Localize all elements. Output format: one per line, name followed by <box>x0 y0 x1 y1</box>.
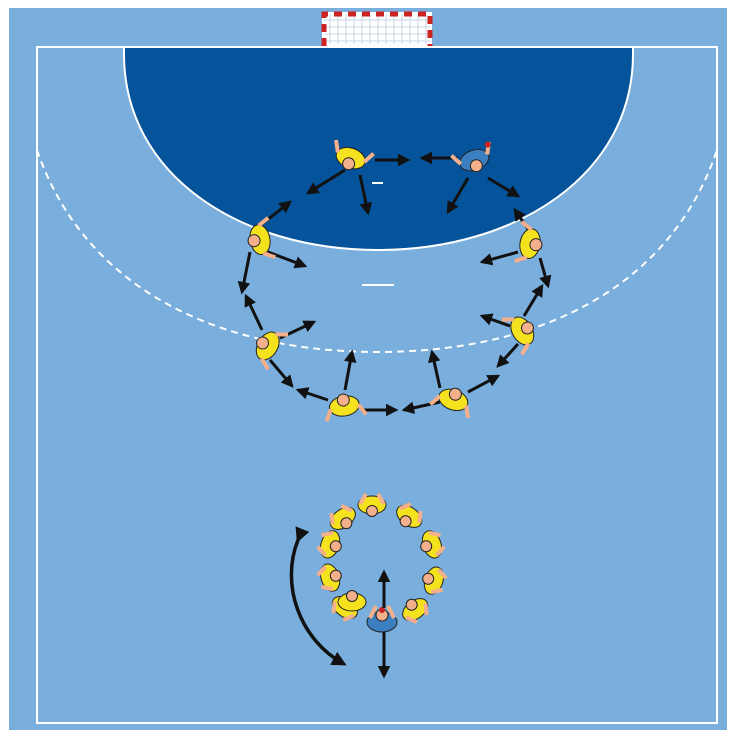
player-1 <box>334 139 375 171</box>
circle-player <box>357 492 387 517</box>
free-throw-line <box>36 149 718 354</box>
center-blue-player <box>366 605 398 633</box>
circle-player <box>402 598 429 624</box>
circle-player <box>422 566 448 595</box>
player-8 <box>429 387 470 419</box>
handball-goal-icon <box>321 11 433 46</box>
rotation-arrow-icon <box>289 526 347 666</box>
goal-area-line <box>123 47 634 252</box>
player-6 <box>501 316 535 356</box>
court-boundary <box>36 46 718 724</box>
circle-player <box>420 530 446 559</box>
goal-area <box>124 47 633 250</box>
player-2 <box>450 141 491 173</box>
circle-player <box>396 502 423 528</box>
player-5 <box>255 331 289 371</box>
player-4 <box>514 220 543 264</box>
circle-player <box>329 504 356 530</box>
player-3 <box>247 216 276 260</box>
player-7 <box>324 393 368 422</box>
